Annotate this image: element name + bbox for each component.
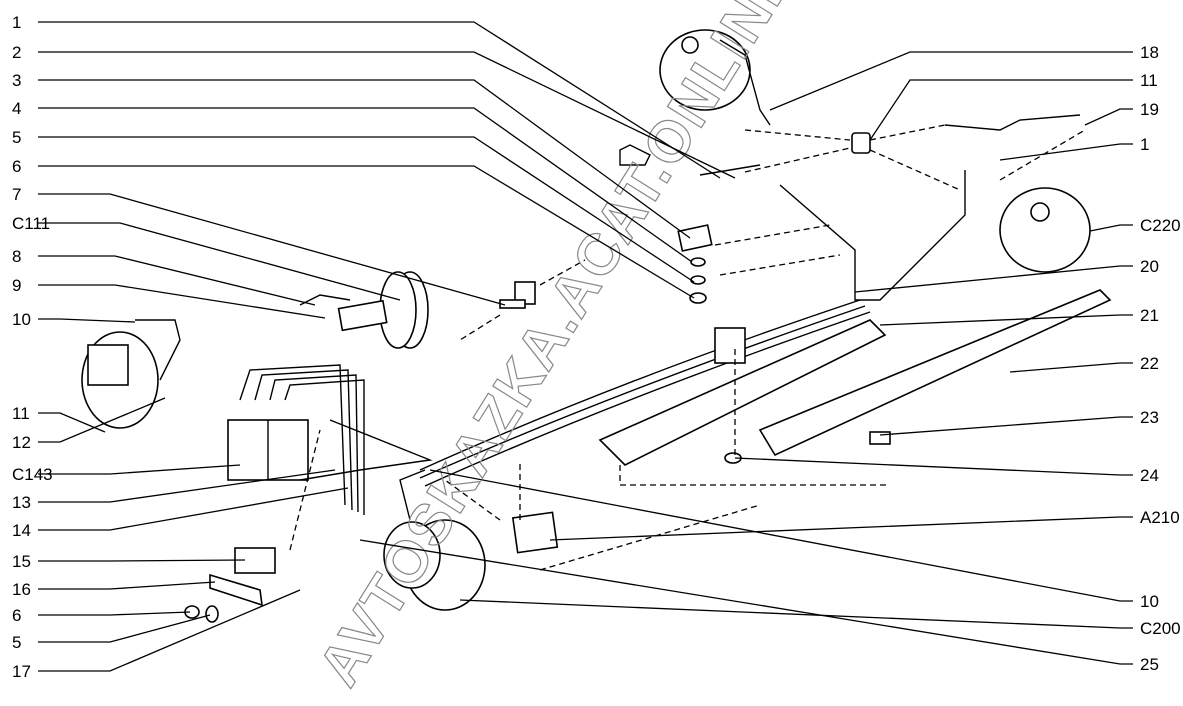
parts [81, 29, 1112, 623]
leader-line [734, 457, 1133, 476]
leader-line [38, 412, 106, 433]
assembly-arrows [289, 124, 1086, 571]
leader-line [38, 51, 736, 179]
callout-label: 2 [12, 43, 21, 62]
callout-label: 1 [1140, 135, 1149, 154]
leader-line [879, 416, 1133, 436]
callout-label: 5 [12, 128, 21, 147]
leader-line [38, 469, 336, 503]
callout-label: 24 [1140, 466, 1159, 485]
clip-A210 [511, 511, 559, 554]
rear-drum-left [659, 29, 771, 126]
callout-label: 20 [1140, 257, 1159, 276]
leader-line [38, 136, 695, 283]
callout-label: 10 [12, 310, 31, 329]
callout-label: 25 [1140, 655, 1159, 674]
leader-line [38, 284, 326, 319]
leader-line [38, 165, 695, 299]
leader-line [1089, 224, 1133, 232]
abs-unit-C143 [227, 364, 433, 515]
callout-label: 1 [12, 13, 21, 32]
callout-label: 10 [1140, 592, 1159, 611]
front-disc-brake-C200 [383, 469, 486, 611]
leader-line [549, 516, 1133, 541]
callout-label: 4 [12, 99, 21, 118]
leader-line [38, 397, 166, 443]
callout-label: 23 [1140, 408, 1159, 427]
leader-line [38, 107, 693, 263]
leader-line [38, 614, 211, 643]
callout-label: 18 [1140, 43, 1159, 62]
leader-line [38, 487, 349, 531]
leader-line [879, 314, 1133, 326]
leader-line [1009, 362, 1133, 373]
front-disc-brake-left [81, 319, 181, 429]
leader-line [38, 581, 216, 590]
rear-drum-right-C220 [999, 187, 1091, 273]
callout-label: 3 [12, 71, 21, 90]
leader-line [459, 599, 1133, 629]
callout-label: 14 [12, 521, 31, 540]
callout-label: 6 [12, 606, 21, 625]
callout-label: 11 [12, 404, 30, 423]
leader-line [869, 79, 1133, 141]
callout-label: 9 [12, 276, 21, 295]
callout-label: 21 [1140, 306, 1159, 325]
callout-labels: 1234567C11189101112C14313141516651718111… [12, 13, 1181, 681]
callout-label: 6 [12, 157, 21, 176]
leader-line [38, 318, 136, 323]
tee-connector-11 [851, 132, 871, 154]
callout-label: 12 [12, 433, 31, 452]
callout-label: 22 [1140, 354, 1159, 373]
leader-line [999, 143, 1133, 161]
callout-label: 8 [12, 247, 21, 266]
bracket-7 [499, 281, 536, 309]
leader-line [359, 539, 1133, 665]
leader-line [38, 589, 301, 672]
rear-pipes [619, 114, 1081, 301]
leader-line [769, 51, 1133, 111]
callout-label: C220 [1140, 216, 1181, 235]
pressure-regulator [677, 224, 713, 304]
vacuum-booster-C111 [299, 271, 429, 349]
leader-lines [38, 21, 1133, 672]
leader-line [38, 611, 191, 616]
leader-line [38, 21, 721, 179]
leader-line [1084, 108, 1133, 126]
callout-label: A210 [1140, 508, 1180, 527]
callout-label: 15 [12, 552, 31, 571]
callout-label: C200 [1140, 619, 1181, 638]
callout-label: C111 [12, 214, 50, 233]
leader-line [38, 464, 241, 475]
callout-label: 16 [12, 580, 31, 599]
callout-label: 19 [1140, 100, 1159, 119]
callout-label: 17 [12, 662, 31, 681]
callout-label: 7 [12, 185, 21, 204]
callout-label: 5 [12, 633, 21, 652]
leader-line [38, 222, 401, 301]
callout-label: C143 [12, 465, 53, 484]
main-brake-lines [419, 299, 871, 487]
leader-line [854, 265, 1133, 293]
callout-label: 13 [12, 493, 31, 512]
leader-line [38, 559, 246, 562]
leader-line [38, 255, 316, 306]
callout-label: 11 [1140, 71, 1158, 90]
leader-line [38, 79, 691, 239]
mount-15-16 [184, 547, 276, 623]
sill-brackets [598, 289, 1112, 466]
leader-line [429, 469, 1133, 602]
leader-line [38, 193, 506, 306]
